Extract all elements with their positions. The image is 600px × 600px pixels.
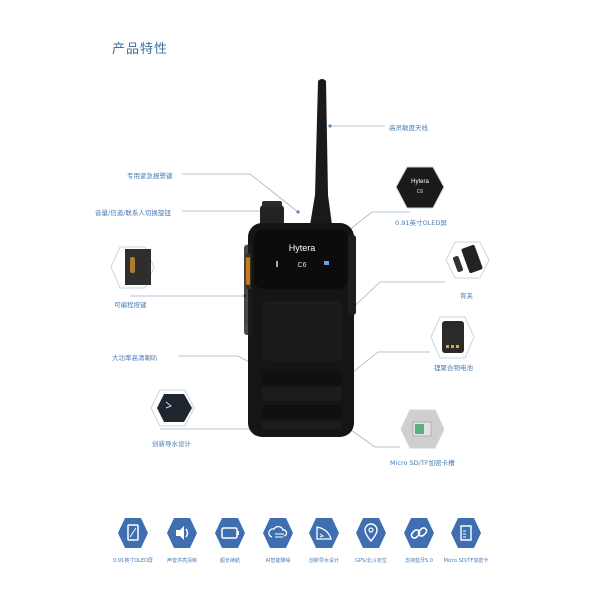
feature-label: 超长续航 (219, 558, 240, 564)
feature-oled: 0.91英寸OLED屏 (103, 517, 163, 564)
radio-image: Hytera C6 (244, 79, 356, 437)
feature-gps: GPS/北斗定位 (341, 517, 401, 564)
tablet-icon (118, 518, 148, 548)
link-icon (404, 518, 434, 548)
battery-thumbnail (430, 316, 475, 359)
feature-label: AI智能降噪 (265, 558, 291, 564)
battery-icon (215, 518, 245, 548)
drain-thumbnail (150, 389, 195, 427)
feature-label: Micro SD/TF加密卡 (443, 558, 489, 564)
callout-emergency-key: 专用紧急报警键 (127, 172, 173, 180)
callout-programmable-key: 可编程按键 (114, 301, 147, 309)
feature-label: 创新导水设计 (308, 558, 339, 564)
cloud-wind-icon (263, 518, 293, 548)
callout-sd-slot: Micro SD/TF加密卡槽 (390, 459, 455, 467)
callout-knob: 音量/信道/联系人切换旋钮 (95, 209, 171, 217)
svg-text:C6: C6 (417, 189, 424, 195)
sd-slot-thumbnail (400, 409, 445, 449)
programmable-key-thumbnail (110, 246, 155, 289)
svg-text:Hytera: Hytera (411, 179, 429, 185)
callout-drain: 创新导水设计 (152, 440, 191, 448)
feature-battery-life: 超长续航 (200, 517, 260, 564)
speaker-icon (167, 518, 197, 548)
callout-battery: 锂聚合物电池 (434, 364, 473, 372)
feature-drain-design: 创新导水设计 (294, 517, 354, 564)
oled-thumbnail: Hytera C6 (395, 166, 445, 209)
page-title: 产品特性 (112, 42, 169, 57)
feature-label: 0.91英寸OLED屏 (113, 558, 153, 564)
feature-ai-noise: AI智能降噪 (248, 517, 308, 564)
sd-card-icon (451, 518, 481, 548)
feature-label: GPS/北斗定位 (355, 558, 387, 564)
location-pin-icon (356, 518, 386, 548)
feature-bluetooth: 支持蓝牙5.0 (389, 517, 449, 564)
radio-brand-text: Hytera (289, 243, 316, 253)
feature-label: 声音洪亮清晰 (166, 558, 197, 564)
water-drain-icon (309, 518, 339, 548)
feature-loud-audio: 声音洪亮清晰 (152, 517, 212, 564)
callout-antenna: 高灵敏度天线 (389, 124, 428, 132)
callout-clip: 背夹 (460, 292, 473, 300)
clip-thumbnail (445, 241, 490, 279)
radio-channel-text: C6 (298, 262, 307, 269)
callout-oled: 0.91英寸OLED屏 (395, 219, 447, 227)
feature-sd-card: Micro SD/TF加密卡 (436, 517, 496, 564)
callout-speaker: 大功率高清喇叭 (112, 354, 158, 362)
feature-label: 支持蓝牙5.0 (405, 558, 433, 564)
